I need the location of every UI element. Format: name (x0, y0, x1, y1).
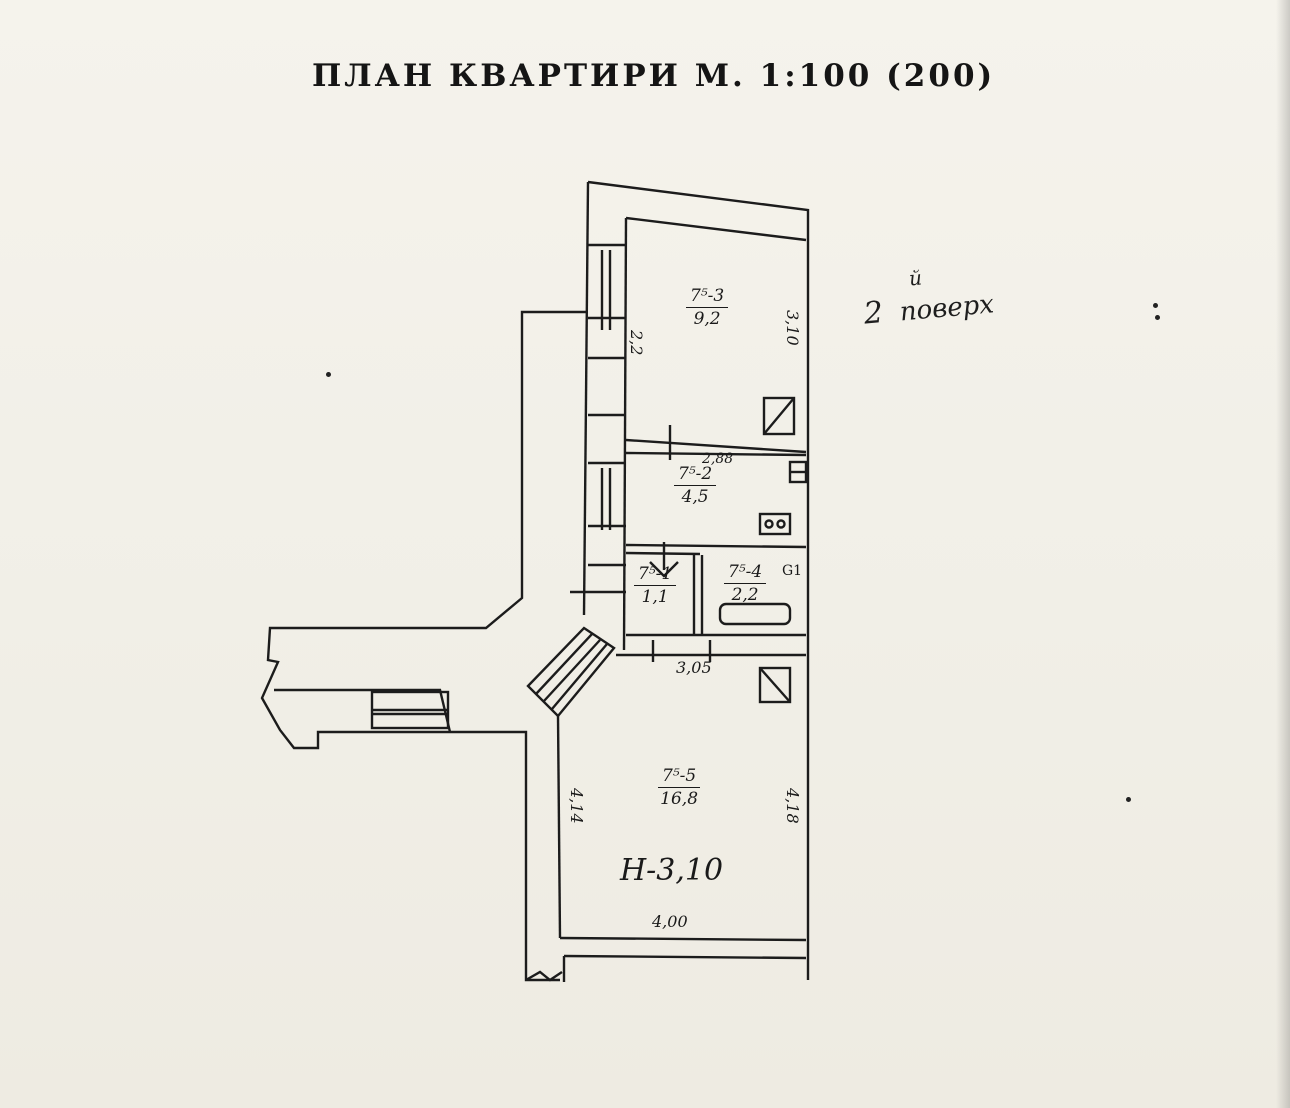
ceiling-height: Н-3,10 (620, 853, 724, 888)
floor-number-suffix: й (907, 265, 923, 291)
stove-burner (776, 519, 786, 529)
bath-tag: G1 (782, 563, 803, 579)
outer-wall (587, 180, 810, 980)
room5-wall (525, 970, 563, 982)
inner-wall (625, 216, 807, 242)
sink (649, 561, 679, 578)
bathtub (718, 602, 792, 626)
outer-wall (582, 181, 590, 616)
margin-mark (326, 372, 331, 377)
room-label-2: 7⁵-2 4,5 (674, 466, 717, 506)
entry-stair (543, 639, 601, 702)
room5-wall (556, 715, 562, 939)
vent-shaft (763, 397, 795, 435)
entry-stair (551, 643, 608, 710)
page-title: ПЛАН КВАРТИРИ М. 1:100 (200) (312, 58, 996, 94)
scan-edge-shadow (1276, 0, 1290, 1108)
corridor-wall (260, 310, 586, 982)
dim-room5-bottom: 4,00 (652, 912, 688, 931)
dim-room3-width: 2,2 (627, 330, 646, 356)
corridor-wall (274, 688, 452, 733)
room-label-1: 7⁵-1 1,1 (634, 566, 677, 606)
entry-stair (526, 626, 616, 718)
vent-shaft (762, 396, 796, 436)
dim-hall-width: 2,88 (702, 451, 734, 467)
floor-plan: 7⁵-3 9,2 7⁵-2 4,5 7⁵-1 1,1 7⁵-4 2,2 G1 7… (250, 170, 850, 1010)
margin-mark (1126, 797, 1131, 802)
stove-burner (764, 519, 774, 529)
dim-corridor-width: 3,05 (676, 658, 712, 677)
dim-room3-length: 3,10 (783, 310, 802, 346)
vent-shaft (758, 666, 792, 704)
room-label-5: 7⁵-5 16,8 (658, 768, 701, 808)
floor-plan-drawing (260, 180, 810, 982)
dim-room5-right: 4,18 (783, 788, 802, 824)
room5-wall (563, 954, 807, 960)
entry-stair (535, 633, 593, 695)
room5-wall (559, 936, 807, 942)
room-label-3: 7⁵-3 9,2 (686, 288, 729, 328)
floor-note: 2 й поверх (862, 266, 1061, 332)
inner-wall (622, 217, 628, 651)
inner-wall (625, 438, 807, 454)
dim-room5-left: 4,14 (567, 788, 586, 824)
room-label-4: 7⁵-4 2,2 (724, 564, 767, 604)
margin-mark (1153, 303, 1158, 308)
floor-number: 2 (862, 295, 885, 332)
floor-word: поверх (898, 289, 996, 328)
inner-wall (625, 451, 807, 457)
inner-wall (625, 543, 807, 549)
stove (758, 512, 792, 536)
margin-mark (1155, 315, 1160, 320)
vent-shaft (759, 667, 791, 703)
